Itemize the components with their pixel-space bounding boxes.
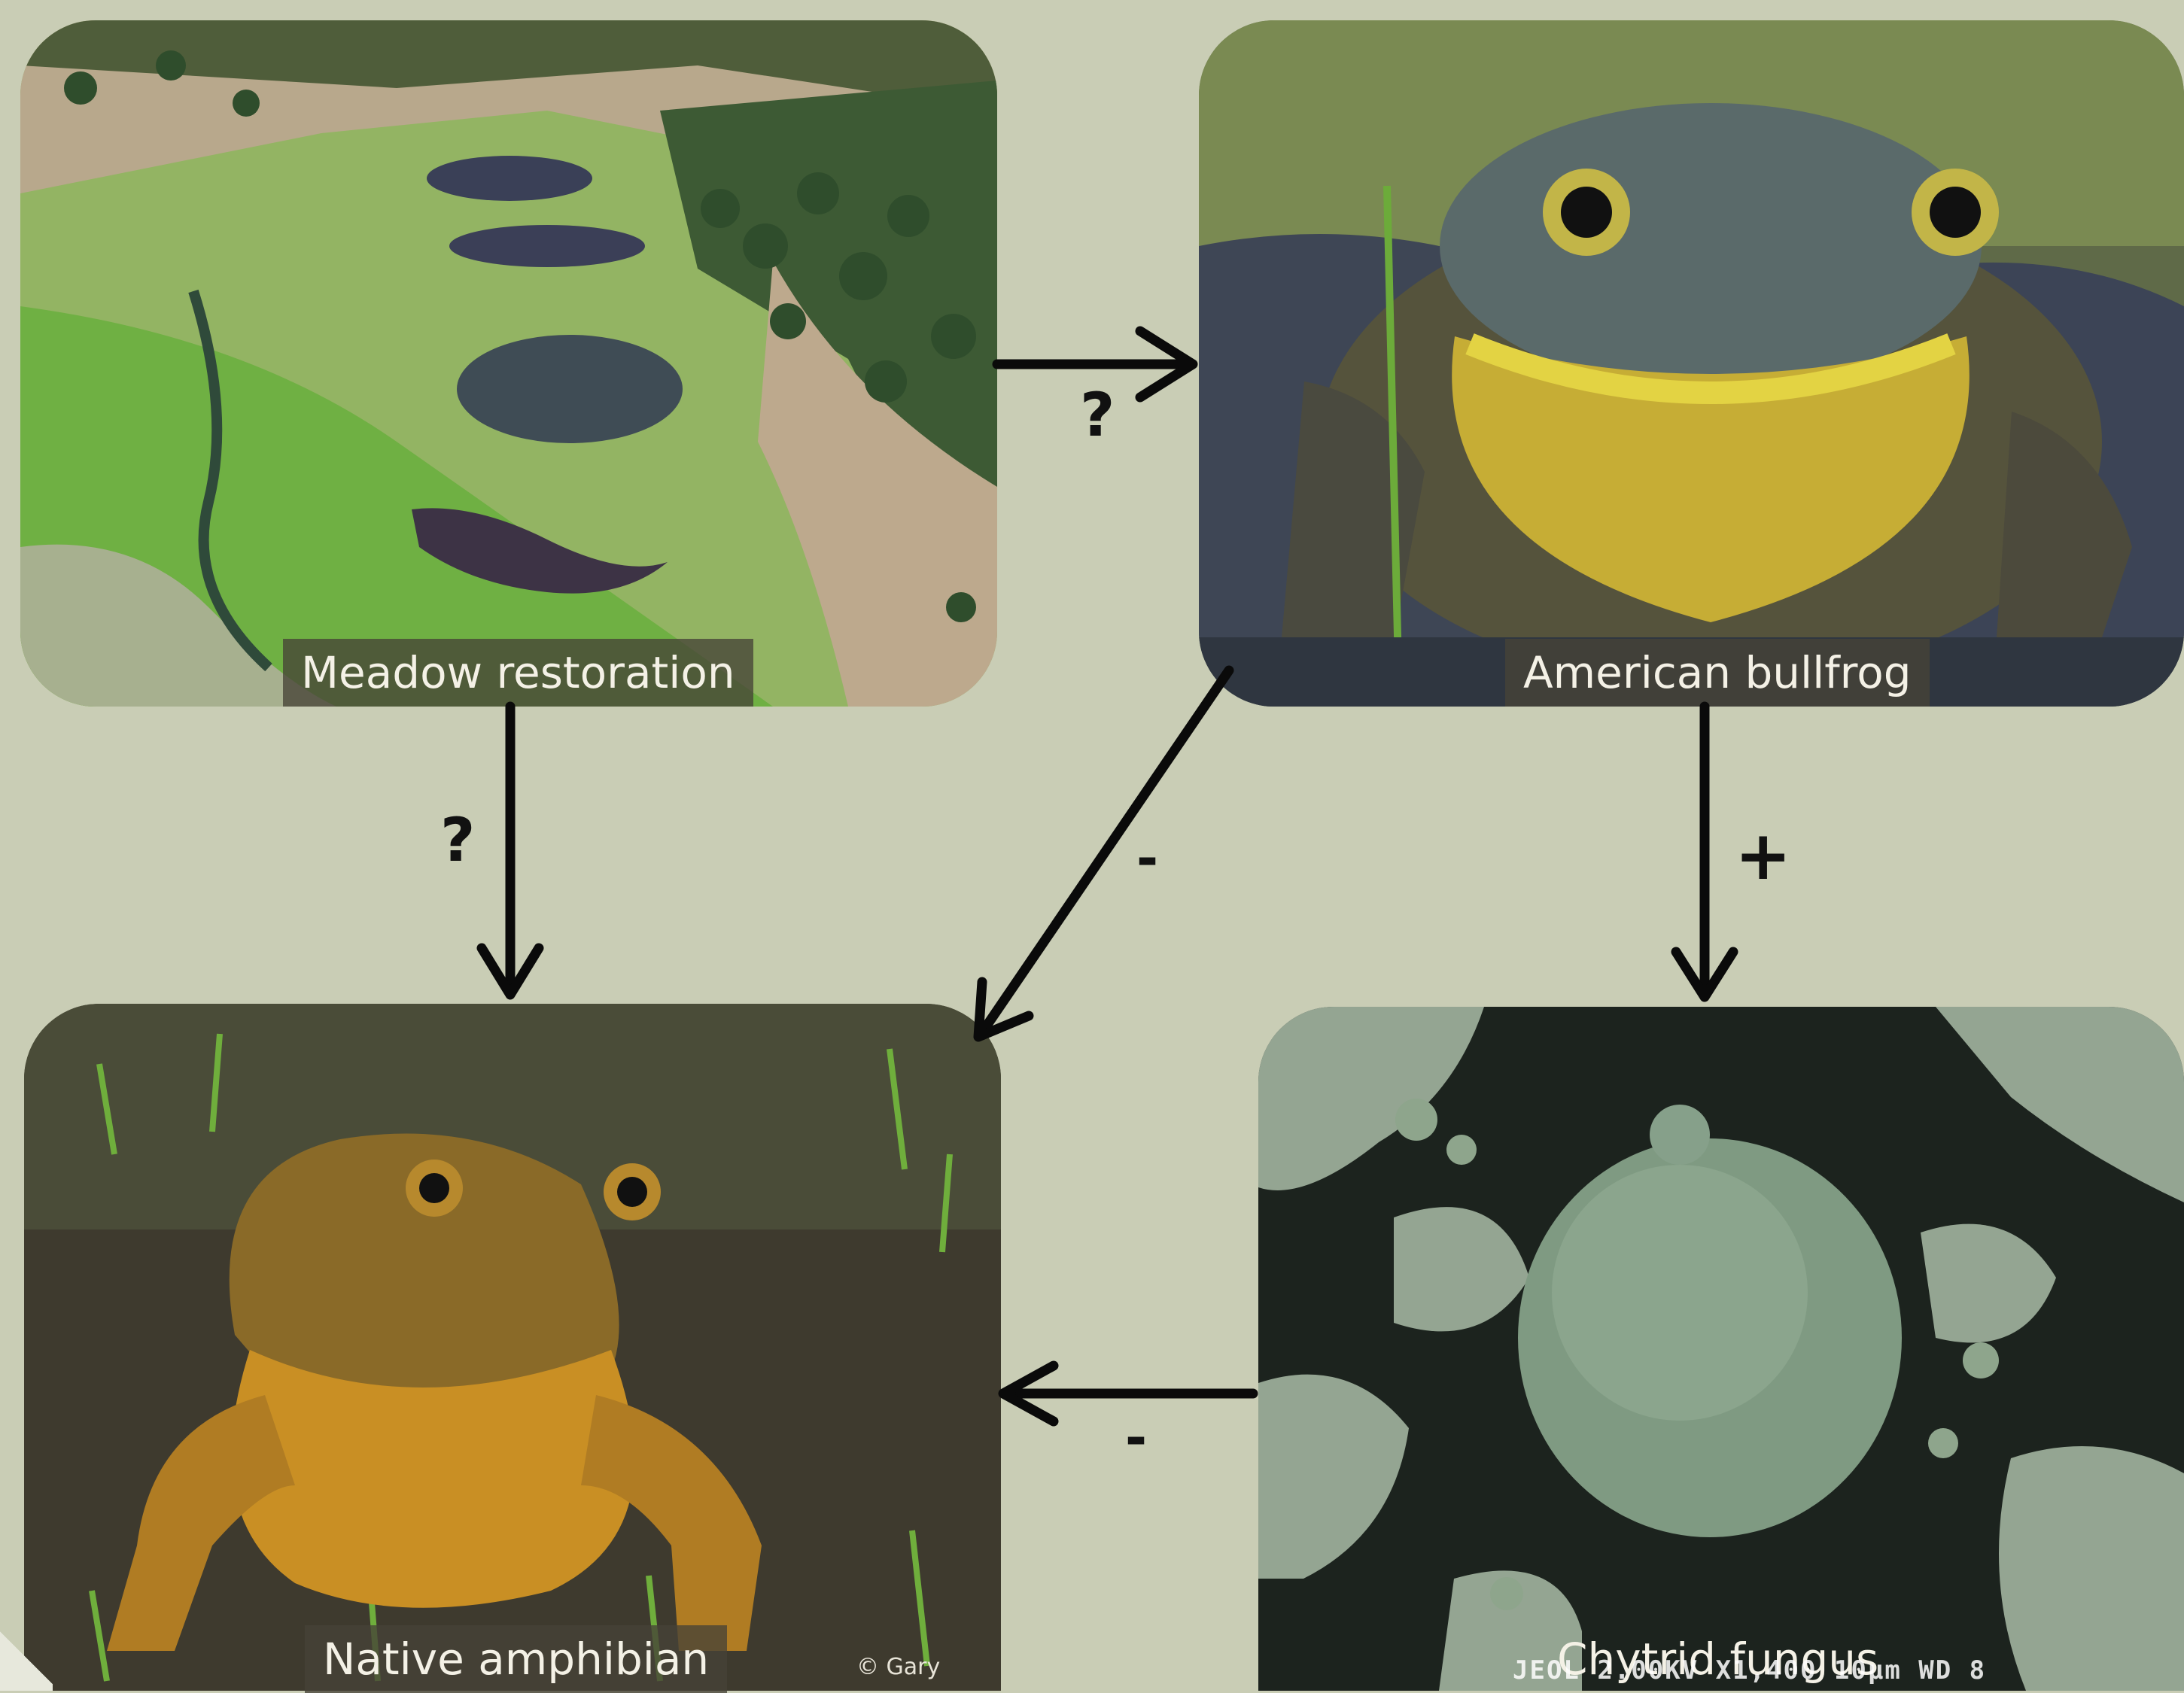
arrow-bullfrog-to-chytrid bbox=[1676, 707, 1733, 997]
chytrid-fungus-panel bbox=[1258, 1007, 2184, 1691]
native-amphibian-label: Native amphibian bbox=[305, 1625, 727, 1693]
american-bullfrog-label: American bullfrog bbox=[1505, 639, 1930, 707]
meadow-restoration-label: Meadow restoration bbox=[283, 639, 753, 707]
edge-sign-meadow-native: ? bbox=[440, 805, 475, 875]
sem-scale-text: JEOL 2.00KV X1,400 10µm WD 8 bbox=[1513, 1655, 1986, 1685]
meadow-restoration-panel bbox=[20, 20, 997, 707]
bullfrog-photo bbox=[1199, 20, 2184, 707]
edge-sign-bullfrog-native: - bbox=[1136, 828, 1158, 889]
edge-sign-meadow-bullfrog: ? bbox=[1080, 380, 1115, 450]
arrow-bullfrog-to-native bbox=[978, 670, 1229, 1037]
aerial-meadow-photo bbox=[20, 20, 997, 707]
edge-sign-chytrid-native: - bbox=[1125, 1407, 1147, 1469]
native-amphibian-panel bbox=[24, 1004, 1001, 1691]
edge-sign-bullfrog-chytrid: + bbox=[1735, 816, 1791, 895]
arrow-meadow-to-native bbox=[482, 707, 539, 995]
native-frog-photo bbox=[24, 1004, 1001, 1691]
photo-credit: © Gary bbox=[856, 1654, 940, 1680]
page-corner bbox=[0, 1625, 53, 1691]
chytrid-sem-photo bbox=[1258, 1007, 2184, 1691]
american-bullfrog-panel bbox=[1199, 20, 2184, 707]
